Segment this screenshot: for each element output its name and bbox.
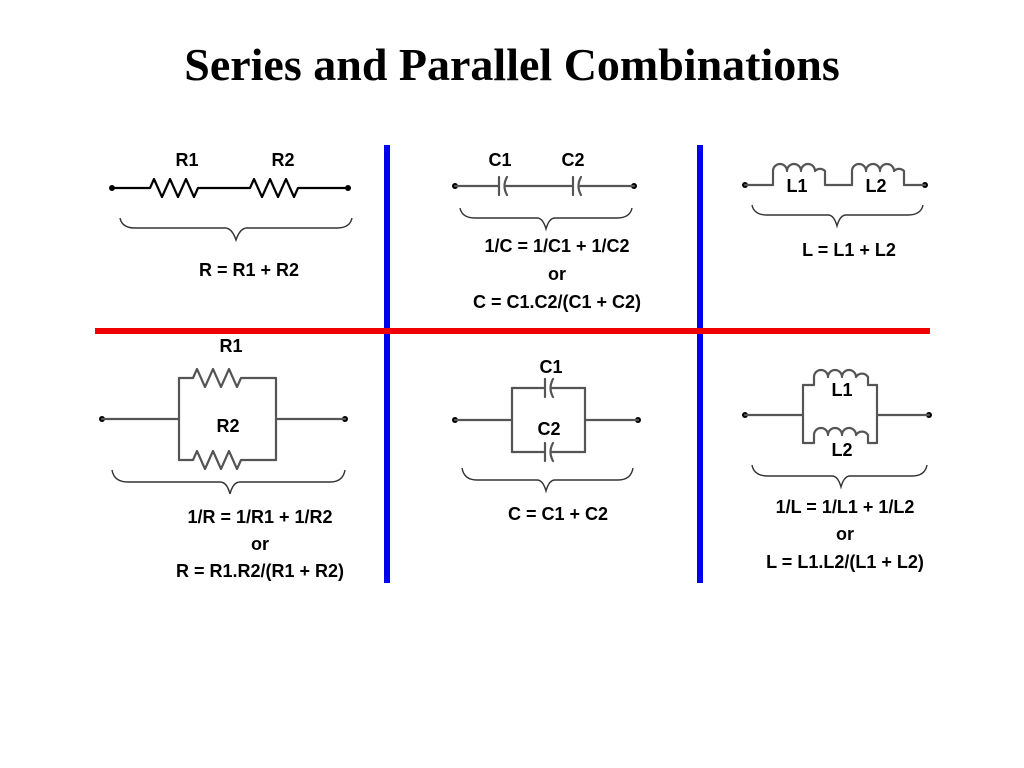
parallel-inductor-formula-line1: 1/L = 1/L1 + 1/L2 [776,497,915,517]
parallel-r2-label: R2 [216,416,239,436]
parallel-l2-label: L2 [831,440,852,460]
parallel-inductor-circuit [742,368,932,490]
series-r1-label: R1 [175,150,198,170]
series-c2-label: C2 [561,150,584,170]
series-l1-label: L1 [786,176,807,196]
parallel-resistor-circuit [99,367,348,495]
series-capacitor-formula-line1: 1/C = 1/C1 + 1/C2 [484,236,629,256]
parallel-c1-label: C1 [539,357,562,377]
series-r2-label: R2 [271,150,294,170]
page-title: Series and Parallel Combinations [184,39,840,90]
parallel-capacitor-formula: C = C1 + C2 [508,504,608,524]
parallel-inductor-formula-line3: L = L1.L2/(L1 + L2) [766,552,924,572]
parallel-c2-label: C2 [537,419,560,439]
series-inductor-formula: L = L1 + L2 [802,240,896,260]
series-resistor-circuit [109,177,353,243]
parallel-inductor-formula-line2: or [836,524,854,544]
series-resistor-formula: R = R1 + R2 [199,260,299,280]
series-l2-label: L2 [865,176,886,196]
parallel-resistor-formula-line3: R = R1.R2/(R1 + R2) [176,561,344,581]
parallel-l1-label: L1 [831,380,852,400]
series-capacitor-circuit [452,175,637,232]
series-c1-label: C1 [488,150,511,170]
series-capacitor-formula-line2: or [548,264,566,284]
parallel-resistor-formula-line1: 1/R = 1/R1 + 1/R2 [187,507,332,527]
series-capacitor-formula-line3: C = C1.C2/(C1 + C2) [473,292,641,312]
parallel-capacitor-circuit [452,377,641,494]
series-inductor-circuit [742,162,928,229]
parallel-resistor-formula-line2: or [251,534,269,554]
parallel-r1-label: R1 [219,336,242,356]
